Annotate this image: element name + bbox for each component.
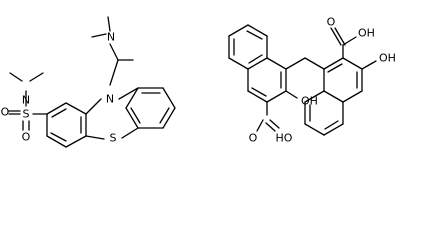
sulfonyl-oxygen-label: O (22, 131, 31, 144)
bond (323, 123, 344, 136)
bond (304, 123, 325, 136)
bond (246, 30, 263, 40)
sulfonamide-nitrogen-label: N (22, 94, 30, 107)
bond (247, 57, 268, 70)
bond (342, 36, 357, 46)
bond (109, 59, 119, 86)
bond (256, 119, 264, 132)
pamoic-acid-molecule (228, 24, 377, 136)
molecule-drawing: N S N N S O O O HO OH O OH OH (1, 16, 396, 148)
bond (269, 119, 280, 129)
bond (46, 135, 67, 148)
bond (285, 57, 306, 70)
carboxyl-hydroxyl-label: OH (358, 27, 375, 40)
bond (327, 63, 343, 73)
bond (125, 107, 139, 129)
bond (121, 127, 139, 139)
carboxyl-oxygen-label: O (327, 16, 336, 29)
bond (109, 43, 119, 61)
bond (342, 57, 363, 70)
bond (50, 132, 67, 142)
phenothiazine-molecule (8, 16, 176, 148)
bond (323, 57, 344, 70)
bond (65, 102, 87, 115)
bond (51, 108, 67, 118)
bond (228, 24, 249, 37)
hydroxyl-label: OH (379, 52, 396, 65)
bond (118, 87, 139, 100)
bond (125, 87, 139, 109)
bond (285, 90, 298, 99)
bond (162, 107, 176, 129)
sulfonyl-oxygen-label: O (1, 106, 10, 119)
bond (29, 72, 44, 82)
bond (228, 57, 249, 70)
bond (107, 16, 111, 32)
bond (46, 102, 67, 115)
bond (65, 135, 87, 148)
bond (361, 60, 377, 70)
bond (304, 90, 325, 103)
bond (342, 90, 363, 103)
bond (130, 107, 141, 124)
dimethylamine-nitrogen-label: N (107, 31, 115, 44)
chemical-structure-canvas: N S N N S O O O HO OH O OH OH (0, 15, 396, 148)
bond (248, 54, 263, 64)
bond (266, 57, 287, 70)
carboxyl-oxygen-label: O (249, 132, 258, 145)
bond (85, 135, 105, 140)
bond (91, 33, 107, 38)
hydroxyl-label: OH (301, 95, 318, 108)
bond (159, 107, 170, 124)
ring-nitrogen-label: N (106, 93, 114, 106)
bond (266, 90, 287, 103)
ring-sulfur-label: S (110, 132, 117, 145)
bond (265, 122, 276, 132)
bond (247, 90, 268, 103)
bond (247, 24, 268, 37)
bond (304, 57, 325, 70)
bond (251, 87, 267, 97)
bond (9, 72, 23, 82)
bond (162, 87, 176, 109)
bond (85, 98, 102, 115)
bond (324, 120, 339, 130)
bond (323, 90, 344, 103)
bond (334, 27, 346, 46)
sulfonyl-sulfur-label: S (23, 108, 30, 121)
carboxyl-hydroxyl-label: HO (276, 132, 293, 145)
bond (330, 27, 342, 46)
